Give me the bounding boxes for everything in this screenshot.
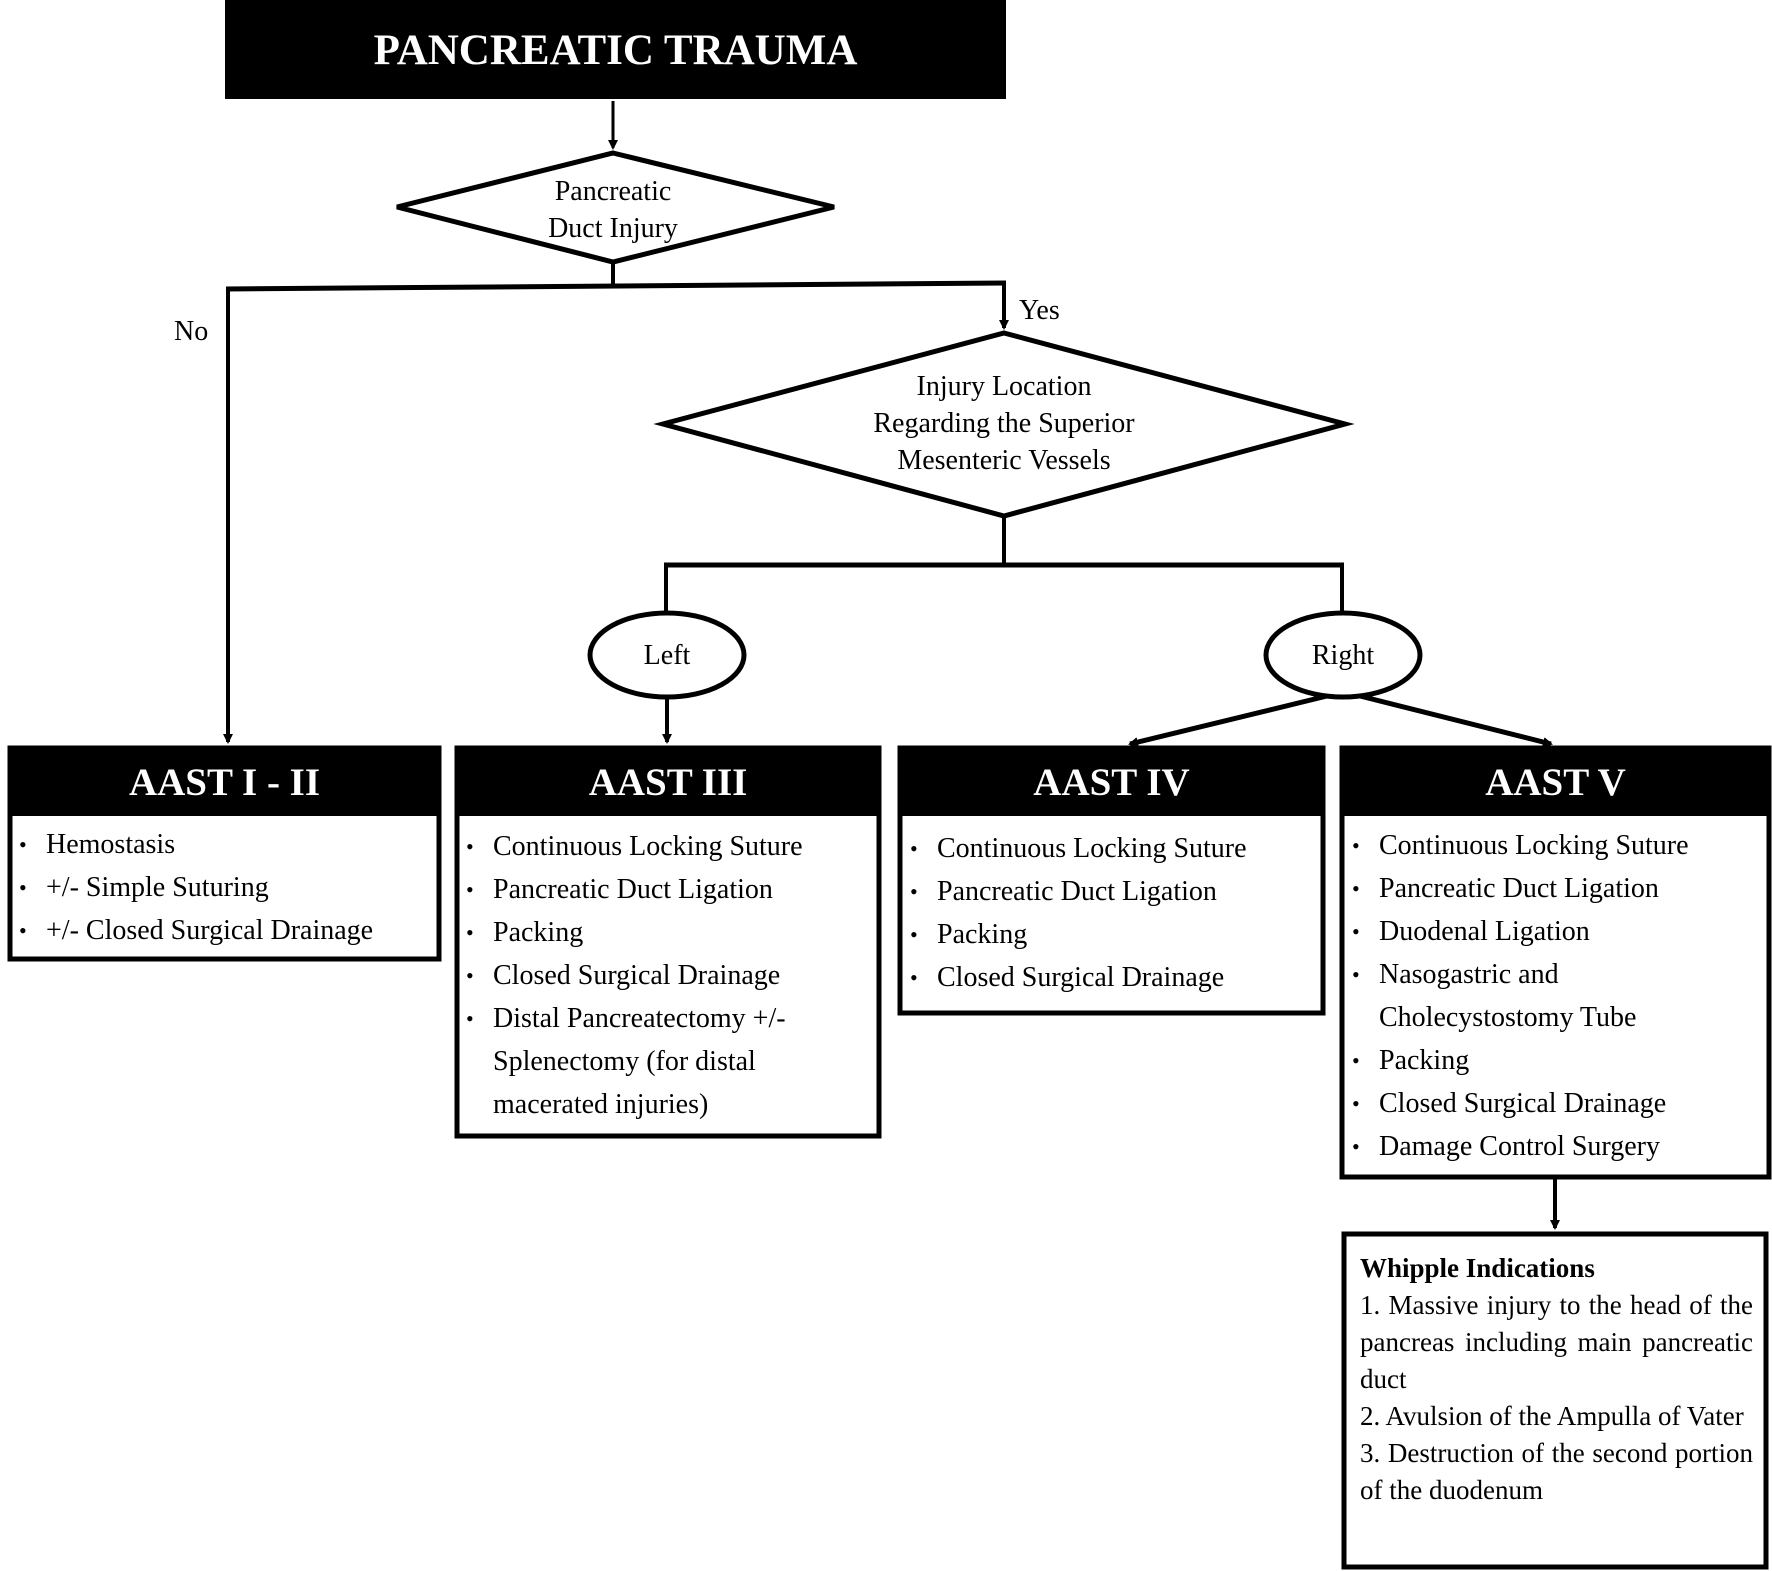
card-aast-1-2-header: AAST I - II (128, 761, 321, 804)
card-list-item-text: Packing (937, 919, 1028, 950)
card-list-item-text: +/- Closed Surgical Drainage (46, 915, 374, 946)
card-list-item: • Closed Surgical Drainage (1352, 1082, 1702, 1125)
card-list-item-text: +/- Simple Suturing (46, 872, 269, 903)
card-list-item-text: Pancreatic Duct Ligation (937, 876, 1217, 907)
decision-location-line: Mesenteric Vessels (897, 445, 1111, 476)
bullet-icon: • (1352, 919, 1360, 944)
card-list-item-text: Nasogastric and Cholecystostomy Tube (1379, 959, 1637, 1033)
edge-label-no: No (174, 316, 209, 347)
whipple-box (1341, 1231, 1769, 1570)
decision-location-line: Regarding the Superior (873, 408, 1135, 439)
card-list-item: • Continuous Locking Suture (1352, 824, 1702, 867)
card-list-item: • Pancreatic Duct Ligation (466, 868, 838, 911)
bullet-icon: • (1352, 833, 1360, 858)
bullet-icon: • (19, 875, 27, 900)
decision-duct-injury-text: Pancreatic Duct Injury (463, 173, 763, 247)
whipple-title: Whipple Indications (1360, 1253, 1595, 1283)
decision-location-line: Injury Location (916, 371, 1092, 402)
title-box (225, 0, 1006, 99)
bullet-icon: • (910, 879, 918, 904)
card-list-item-text: Closed Surgical Drainage (493, 960, 781, 991)
card-list-item-text: Continuous Locking Suture (937, 833, 1247, 864)
card-list-item-text: Closed Surgical Drainage (937, 962, 1225, 993)
bullet-icon: • (466, 1006, 474, 1031)
bullet-icon: • (910, 836, 918, 861)
connector-right-to-aast4 (1128, 693, 1328, 747)
card-list-item-text: Closed Surgical Drainage (1379, 1088, 1667, 1119)
bullet-icon: • (1352, 876, 1360, 901)
branch-right-ellipse (1263, 610, 1423, 700)
card-aast-3-header: AAST III (588, 761, 748, 804)
card-list-item: • Packing (1352, 1039, 1702, 1082)
card-list-item: • +/- Closed Surgical Drainage (19, 909, 429, 952)
card-aast-5-box (1339, 745, 1772, 1180)
card-list-item-text: Hemostasis (46, 829, 176, 860)
bullet-icon: • (466, 920, 474, 945)
bullet-icon: • (1352, 962, 1360, 987)
card-list-item: • Continuous Locking Suture (910, 827, 1310, 870)
card-list-item: • Distal Pancreatectomy +/- Splenectomy (… (466, 997, 838, 1126)
card-list-item: • Pancreatic Duct Ligation (1352, 867, 1702, 910)
card-list-item: • Duodenal Ligation (1352, 910, 1702, 953)
bullet-icon: • (19, 832, 27, 857)
bullet-icon: • (1352, 1091, 1360, 1116)
card-list-item: • Packing (910, 913, 1310, 956)
whipple-item: 1. Massive injury to the head of the pan… (1360, 1290, 1753, 1394)
edge-label-yes: Yes (1019, 295, 1060, 326)
card-list-item-text: Damage Control Surgery (1379, 1131, 1660, 1162)
page-title: PANCREATIC TRAUMA (373, 27, 858, 74)
card-list-item: • Hemostasis (19, 823, 429, 866)
card-list-item-text: Packing (1379, 1045, 1470, 1076)
card-list-item-text: Pancreatic Duct Ligation (1379, 873, 1659, 904)
bullet-icon: • (19, 918, 27, 943)
bullet-icon: • (466, 834, 474, 859)
card-list-item-text: Pancreatic Duct Ligation (493, 874, 773, 905)
bullet-icon: • (466, 963, 474, 988)
card-list-item: • Packing (466, 911, 838, 954)
card-list-item-text: Packing (493, 917, 584, 948)
whipple-indications: Whipple Indications 1. Massive injury to… (1360, 1250, 1753, 1509)
card-aast-5-list: • Continuous Locking Suture • Pancreatic Du… (1352, 824, 1702, 1168)
card-aast-1-2-list: • Hemostasis • +/- Simple Suturing • +/- Clos… (19, 823, 429, 952)
card-aast-5-header: AAST V (1485, 761, 1626, 804)
card-aast-4-list: • Continuous Locking Suture • Pancreatic Du… (910, 827, 1310, 999)
card-list-item: • Damage Control Surgery (1352, 1125, 1702, 1168)
card-list-item-text: Distal Pancreatectomy +/- Splenectomy (f… (493, 1003, 786, 1120)
branch-left-label: Left (643, 640, 691, 671)
connector-right-to-aast5 (1359, 693, 1553, 747)
bullet-icon: • (910, 965, 918, 990)
bullet-icon: • (1352, 1048, 1360, 1073)
card-aast-3-box (454, 745, 882, 1139)
whipple-item: 3. Destruction of the second portion of … (1360, 1438, 1753, 1505)
decision-duct-line: Duct Injury (548, 213, 678, 244)
bullet-icon: • (466, 877, 474, 902)
card-list-item-text: Continuous Locking Suture (493, 831, 803, 862)
card-aast-1-2-box (7, 745, 442, 962)
whipple-item: 2. Avulsion of the Ampulla of Vater (1360, 1401, 1744, 1431)
card-aast-4-header: AAST IV (1033, 761, 1190, 804)
card-list-item: • +/- Simple Suturing (19, 866, 429, 909)
card-list-item: • Closed Surgical Drainage (466, 954, 838, 997)
connector-duct-split (225, 280, 1007, 292)
card-aast-4-box (897, 745, 1326, 1016)
card-list-item: • Closed Surgical Drainage (910, 956, 1310, 999)
card-list-item-text: Duodenal Ligation (1379, 916, 1590, 947)
bullet-icon: • (1352, 1134, 1360, 1159)
card-list-item: • Pancreatic Duct Ligation (910, 870, 1310, 913)
card-list-item-text: Continuous Locking Suture (1379, 830, 1689, 861)
branch-right-label: Right (1311, 640, 1375, 671)
card-aast-3-list: • Continuous Locking Suture • Pancreatic Du… (466, 825, 838, 1126)
decision-duct-line: Pancreatic (554, 176, 672, 207)
card-list-item: • Continuous Locking Suture (466, 825, 838, 868)
decision-location-text: Injury Location Regarding the Superior M… (804, 368, 1204, 479)
bullet-icon: • (910, 922, 918, 947)
card-list-item: • Nasogastric and Cholecystostomy Tube (1352, 953, 1702, 1039)
